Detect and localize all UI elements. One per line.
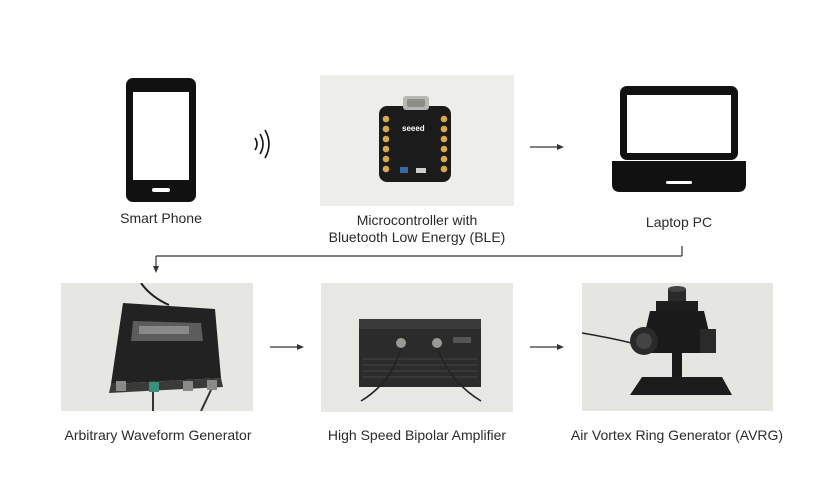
board-brand-text: seeed bbox=[402, 124, 425, 133]
arrow-micro-to-laptop bbox=[530, 142, 564, 152]
amplifier-label: High Speed Bipolar Amplifier bbox=[327, 427, 507, 443]
smart-phone-icon bbox=[126, 78, 196, 202]
avrg-photo bbox=[582, 283, 773, 411]
laptop-icon bbox=[612, 86, 746, 192]
awg-label: Arbitrary Waveform Generator bbox=[64, 427, 252, 443]
avrg-label: Air Vortex Ring Generator (AVRG) bbox=[570, 427, 784, 443]
laptop-label: Laptop PC bbox=[645, 214, 713, 230]
amplifier-photo bbox=[321, 283, 513, 412]
arrow-awg-to-amplifier bbox=[270, 342, 304, 352]
microcontroller-label-line1: Microcontroller with bbox=[356, 212, 478, 228]
arrow-amplifier-to-avrg bbox=[530, 342, 564, 352]
microcontroller-photo: seeed bbox=[320, 75, 514, 206]
microcontroller-label-line2: Bluetooth Low Energy (BLE) bbox=[328, 229, 506, 245]
awg-photo bbox=[61, 283, 253, 411]
wireless-signal-icon bbox=[250, 126, 274, 162]
smart-phone-label: Smart Phone bbox=[120, 210, 202, 226]
connector-laptop-to-awg bbox=[150, 246, 690, 274]
